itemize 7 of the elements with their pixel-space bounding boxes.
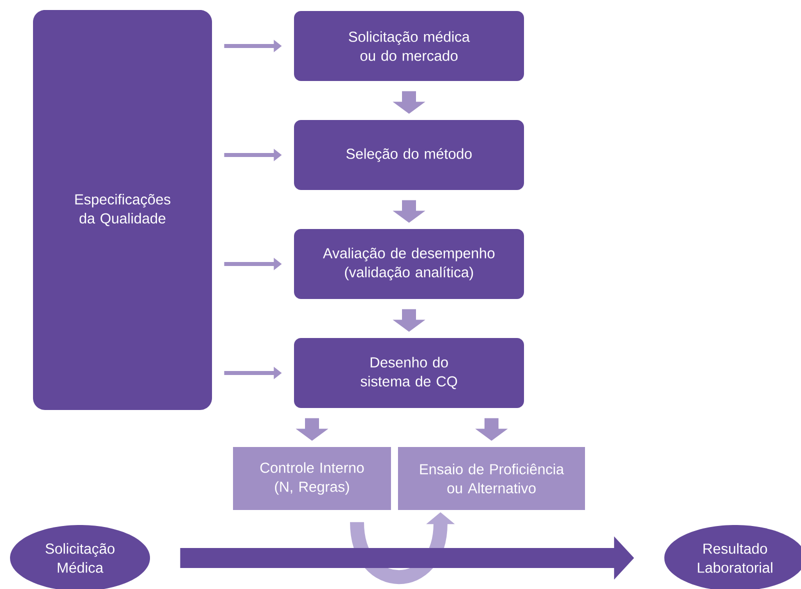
specification-panel: Especificações da Qualidade xyxy=(33,10,212,410)
process-box: Desenho do sistema de CQ xyxy=(294,338,524,408)
result-box: Controle Interno (N, Regras) xyxy=(233,446,391,510)
process-box: Solicitação médica ou do mercado xyxy=(294,11,524,81)
process-box: Avaliação de desempenho (validação analítica) xyxy=(294,229,524,299)
result-box: Ensaio de Proficiência ou Alternativo xyxy=(398,446,585,510)
process-box: Seleção do método xyxy=(294,120,524,190)
